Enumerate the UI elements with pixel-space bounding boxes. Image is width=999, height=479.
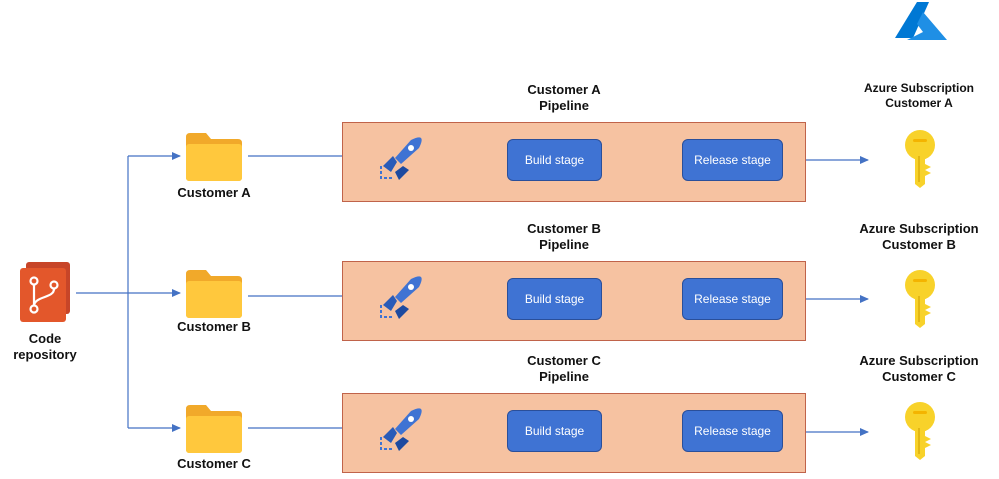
- pipeline-title-b-line1: Customer B: [527, 221, 601, 236]
- folder-label-c: Customer C: [177, 456, 251, 471]
- azure-logo-icon: [895, 2, 947, 40]
- azure-pipelines-icon: [380, 137, 422, 180]
- folder-label-a: Customer A: [177, 185, 251, 200]
- pipeline-title-a-line1: Customer A: [527, 82, 601, 97]
- subscription-a-line1: Azure Subscription: [863, 81, 975, 95]
- git-repo-icon: [20, 262, 70, 322]
- key-icon: [905, 270, 935, 328]
- subscription-b-line1: Azure Subscription: [859, 221, 979, 236]
- folder-icon: [186, 405, 242, 453]
- build-stage-a: Build stage: [507, 139, 602, 181]
- folder-label-b: Customer B: [177, 319, 251, 334]
- release-stage-b: Release stage: [682, 278, 783, 320]
- subscription-a-line2: Customer A: [885, 96, 953, 110]
- subscription-c-line2: Customer C: [882, 369, 956, 384]
- key-icon: [905, 402, 935, 460]
- pipeline-title-b-line2: Pipeline: [539, 237, 589, 252]
- azure-pipelines-icon: [380, 276, 422, 319]
- key-icon: [905, 130, 935, 188]
- build-stage-c: Build stage: [507, 410, 602, 452]
- pipeline-title-c-line2: Pipeline: [539, 369, 589, 384]
- repository-label-line1: Code: [28, 331, 62, 346]
- subscription-c-line1: Azure Subscription: [859, 353, 979, 368]
- repository-label-line2: repository: [13, 347, 77, 362]
- pipeline-title-a-line2: Pipeline: [539, 98, 589, 113]
- release-stage-a: Release stage: [682, 139, 783, 181]
- release-stage-c: Release stage: [682, 410, 783, 452]
- subscription-b-line2: Customer B: [882, 237, 956, 252]
- folder-icon: [186, 270, 242, 318]
- build-stage-b: Build stage: [507, 278, 602, 320]
- azure-pipelines-icon: [380, 408, 422, 451]
- pipeline-title-c-line1: Customer C: [527, 353, 601, 368]
- folder-icon: [186, 133, 242, 181]
